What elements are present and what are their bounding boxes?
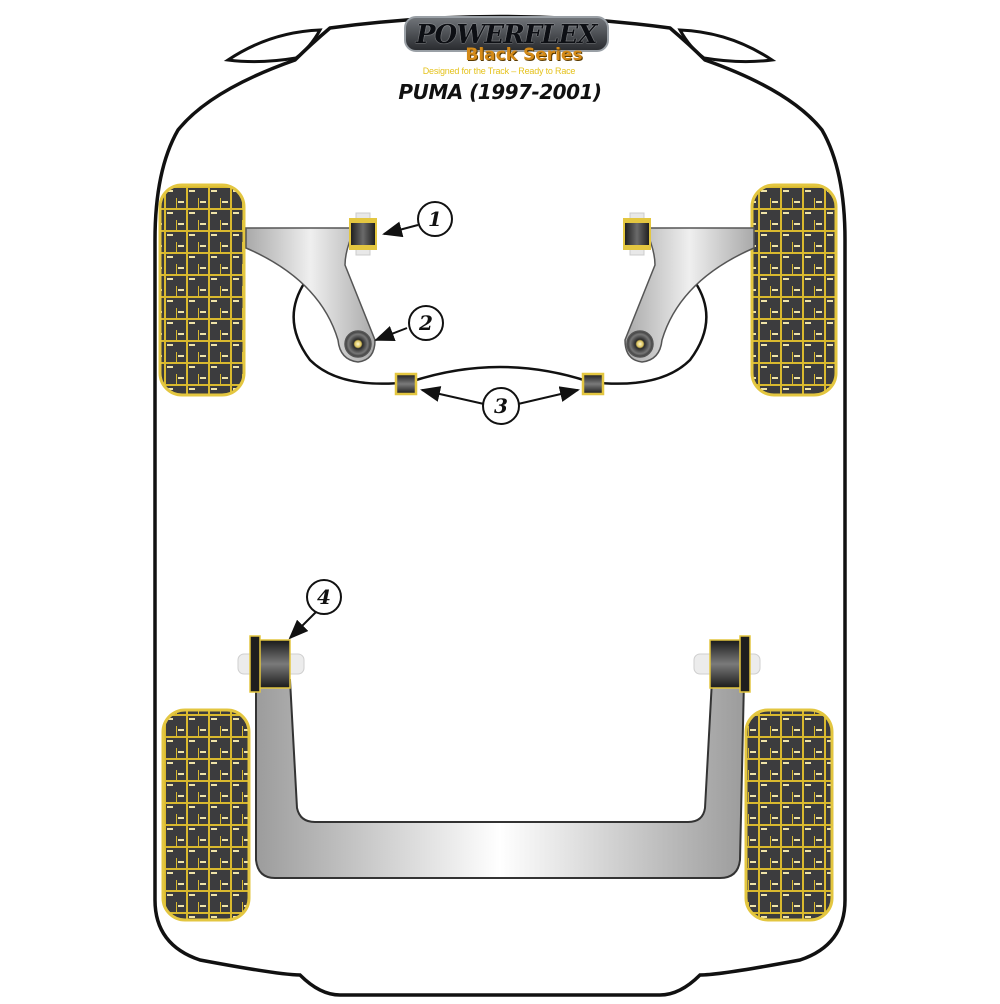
callout-1: 1	[417, 201, 453, 237]
callout-3: 3	[482, 387, 520, 425]
bush-4-left	[237, 635, 305, 693]
bush-4-right	[693, 635, 761, 693]
car-body-outline	[153, 14, 847, 997]
series-name: Black Series	[465, 45, 583, 65]
powerflex-logo: POWERFLEX Black Series Designed for the …	[404, 16, 609, 76]
svg-text:2: 2	[418, 311, 433, 335]
bush-3-right	[581, 372, 605, 396]
bush-2-right	[626, 330, 654, 358]
wheel-rear-left	[161, 708, 251, 922]
rear-twist-beam	[255, 679, 746, 879]
callout-arrows	[288, 221, 580, 640]
bush-2-left	[344, 330, 372, 358]
svg-text:4: 4	[317, 585, 331, 609]
wheel-front-right	[750, 183, 838, 397]
brand-name: POWERFLEX	[404, 16, 609, 52]
bush-1-left	[349, 212, 377, 256]
wheel-rear-right	[744, 708, 834, 922]
model-title: PUMA (1997-2001)	[398, 80, 602, 104]
svg-text:3: 3	[494, 394, 508, 418]
callout-4: 4	[306, 579, 342, 615]
front-left-wishbone	[245, 227, 376, 363]
anti-roll-bar	[292, 281, 708, 385]
callout-2: 2	[408, 305, 444, 341]
wheel-front-left	[158, 183, 246, 397]
headlight-right	[677, 28, 777, 64]
bush-1-right	[623, 212, 651, 256]
svg-text:1: 1	[428, 207, 442, 231]
headlight-left	[223, 28, 323, 64]
front-right-wishbone	[624, 227, 755, 363]
bush-3-left	[394, 372, 418, 396]
brand-tagline: Designed for the Track – Ready to Race	[422, 66, 576, 76]
